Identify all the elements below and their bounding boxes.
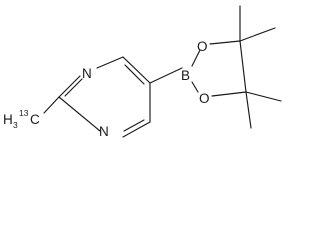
bond-o-bottom-c	[211, 91, 247, 97]
dioxaborolane-ring	[191, 40, 247, 97]
atom-n-bottom: N	[99, 124, 109, 139]
bond-c6-c5	[122, 56, 151, 84]
molecule-drawing: N N B O O H 3 13 C	[3, 5, 282, 139]
atom-oxygen-bottom: O	[199, 91, 210, 106]
structure-diagram: N N B O O H 3 13 C	[3, 5, 282, 139]
bond-c2-n1-double	[64, 78, 83, 97]
bond-methyl-top-right	[239, 27, 276, 42]
methyl-subscript: 3	[13, 120, 18, 130]
atom-n-top: N	[82, 66, 92, 81]
bond-n1-c6	[96, 56, 124, 69]
bond-methyl-bottom-down	[245, 91, 252, 129]
bond-c4-n3-double	[123, 119, 145, 132]
methyl-h: H	[3, 112, 13, 127]
bond-o-top-c	[209, 40, 241, 45]
pyrimidine-ring	[58, 56, 151, 138]
tetramethyl-substituents	[239, 5, 282, 129]
bond-c-c-ring	[239, 40, 247, 93]
isotope-mass: 13	[19, 108, 29, 118]
bond-boron-o-top	[191, 49, 201, 67]
atom-oxygen-top: O	[197, 39, 208, 54]
bond-c4-n3	[122, 121, 151, 138]
bond-methyl-bottom-right	[245, 91, 282, 102]
methyl-carbon: C	[30, 112, 40, 127]
bond-boron-o-bottom	[191, 81, 199, 93]
bond-c5-boron	[149, 67, 183, 84]
bond-c6-c5-double	[124, 64, 145, 85]
methyl-label: H 3 13 C	[3, 108, 40, 130]
bond-n3-c2	[58, 96, 101, 132]
atom-boron: B	[181, 68, 190, 83]
bond-c2-n1	[58, 75, 81, 98]
bond-c2-methyl	[43, 96, 60, 114]
